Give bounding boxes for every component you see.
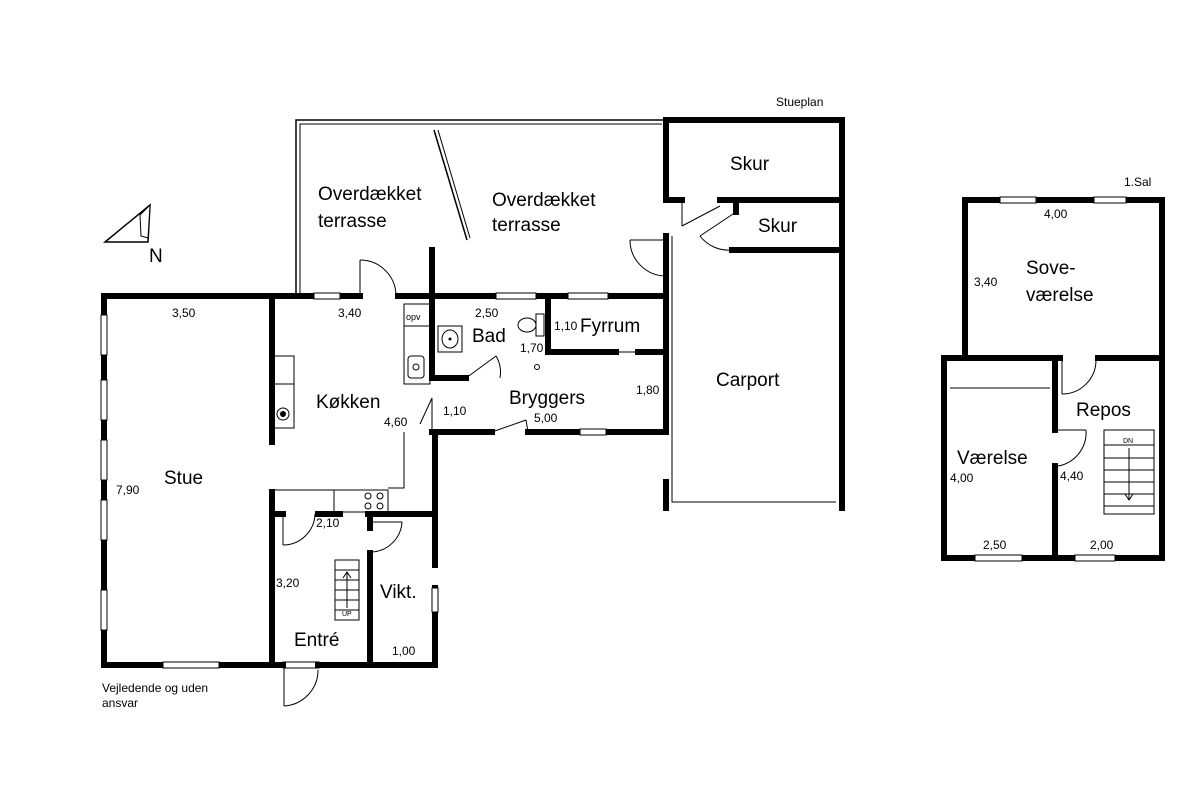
dim-landing-width: 2,00: [1090, 538, 1114, 552]
dim-living-length: 7,90: [116, 483, 140, 497]
upper-floor-details: [950, 196, 1127, 562]
ground-stairs: [334, 559, 360, 621]
upper-room-label: Værelse: [957, 448, 1028, 469]
dim-living-width: 3,50: [172, 306, 196, 320]
dim-bedroom-width: 4,00: [1044, 207, 1068, 221]
dim-bath-length: 1,70: [520, 341, 544, 355]
stair-down-label: DN: [1123, 438, 1133, 445]
dim-bath-width: 2,50: [475, 306, 499, 320]
entrance-label: Entré: [294, 630, 339, 651]
terrace-left-label-1: Overdækket: [318, 184, 422, 205]
bathroom-fixtures: [437, 313, 545, 370]
dim-boiler-depth: 1,10: [554, 319, 578, 333]
carport-label: Carport: [716, 370, 780, 391]
opv-label: opv: [406, 312, 421, 322]
terrace-right-label-1: Overdækket: [492, 190, 596, 211]
dim-bedroom-depth: 3,40: [974, 275, 998, 289]
shed-2-label: Skur: [758, 216, 798, 237]
bath-label: Bad: [472, 326, 506, 347]
north-arrow-icon: [102, 203, 151, 243]
dim-kitchen-length: 4,60: [384, 415, 408, 429]
ground-floor-windows: [100, 292, 609, 669]
stair-up-label: UP: [342, 611, 352, 618]
ground-plan-title: Stueplan: [776, 95, 823, 109]
carport-outline: [671, 236, 836, 503]
dim-entrance-width: 2,10: [316, 516, 340, 530]
disclaimer-line-1: Vejledende og uden: [102, 681, 208, 695]
utility-room-label: Bryggers: [509, 388, 585, 409]
upper-floor-walls: [941, 197, 1165, 561]
terrace-left-label-2: terrasse: [318, 211, 387, 232]
kitchen-fixtures: [271, 303, 431, 513]
landing-label: Repos: [1076, 400, 1131, 421]
dim-utility-width: 5,00: [534, 411, 558, 425]
disclaimer-line-2: ansvar: [102, 696, 138, 710]
compass-label: N: [149, 246, 163, 267]
dim-entrance-length: 3,20: [276, 576, 300, 590]
boiler-room-label: Fyrrum: [580, 316, 640, 337]
terrace-outline: [295, 119, 666, 296]
upper-stairs: [1103, 429, 1155, 515]
kitchen-label: Køkken: [316, 392, 380, 413]
terrace-right-label-2: terrasse: [492, 215, 561, 236]
upper-plan-title: 1.Sal: [1124, 175, 1151, 189]
dim-kitchen-width: 3,40: [338, 306, 362, 320]
door-swings: [282, 200, 737, 707]
dim-utility-depth: 1,80: [636, 383, 660, 397]
shed-1-label: Skur: [730, 154, 770, 175]
dim-landing-length: 4,40: [1060, 469, 1084, 483]
dim-utility-hall: 1,10: [443, 404, 467, 418]
bedroom-label-1: Sove-: [1026, 258, 1076, 279]
pantry-label: Vikt.: [380, 582, 417, 603]
ground-floor-walls: [101, 117, 845, 668]
bedroom-label-2: værelse: [1026, 285, 1094, 306]
dim-room-length: 4,00: [950, 471, 974, 485]
dim-room-width: 2,50: [983, 538, 1007, 552]
dim-pantry-width: 1,00: [392, 644, 416, 658]
living-room-label: Stue: [164, 468, 203, 489]
